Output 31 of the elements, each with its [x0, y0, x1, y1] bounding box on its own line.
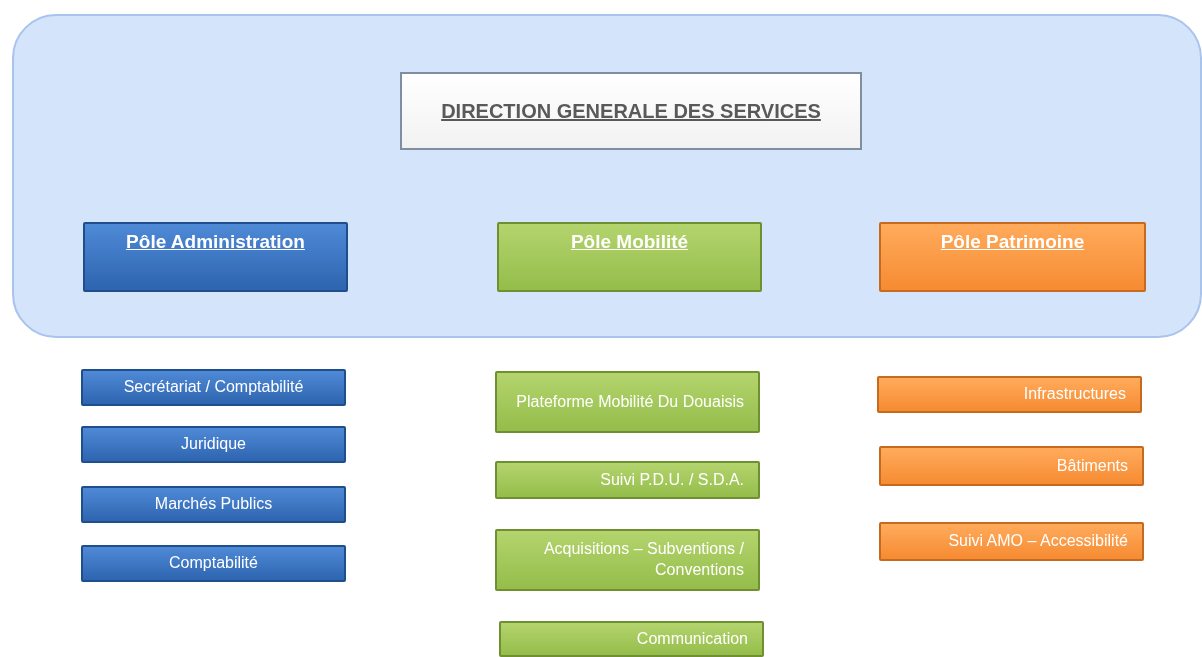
service-name: Bâtiments	[1056, 455, 1128, 476]
service-box	[81, 486, 346, 523]
service-name: Acquisitions – Subventions / Conventions	[542, 539, 744, 580]
service-name: Juridique	[181, 434, 246, 455]
service-box	[495, 461, 760, 499]
service-name: Infrastructures	[1023, 384, 1126, 405]
service-box	[81, 369, 346, 406]
service-box	[877, 376, 1142, 413]
pole-title: Pôle Mobilité	[570, 230, 689, 254]
service-name: Communication	[636, 628, 748, 649]
service-box	[495, 371, 760, 433]
service-name: Suivi AMO – Accessibilité	[948, 531, 1128, 552]
service-name: Marchés Publics	[154, 494, 273, 515]
direction-box	[400, 72, 862, 150]
service-name: Comptabilité	[169, 553, 258, 574]
service-box	[879, 522, 1144, 561]
rounded-panel	[12, 14, 1202, 338]
service-box	[495, 529, 760, 591]
service-name: Suivi P.D.U. / S.D.A.	[600, 469, 744, 490]
service-box	[499, 621, 764, 657]
pole-title: Pôle Patrimoine	[940, 230, 1085, 254]
service-box	[81, 426, 346, 463]
pole-box	[497, 222, 762, 292]
service-name: Plateforme Mobilité Du Douaisis	[516, 391, 744, 412]
service-box	[81, 545, 346, 582]
pole-title: Pôle Administration	[126, 230, 305, 254]
service-box	[879, 446, 1144, 486]
pole-box	[879, 222, 1146, 292]
pole-box	[83, 222, 348, 292]
direction-title: DIRECTION GENERALE DES SERVICES	[441, 99, 821, 124]
service-name: Secrétariat / Comptabilité	[123, 377, 304, 398]
